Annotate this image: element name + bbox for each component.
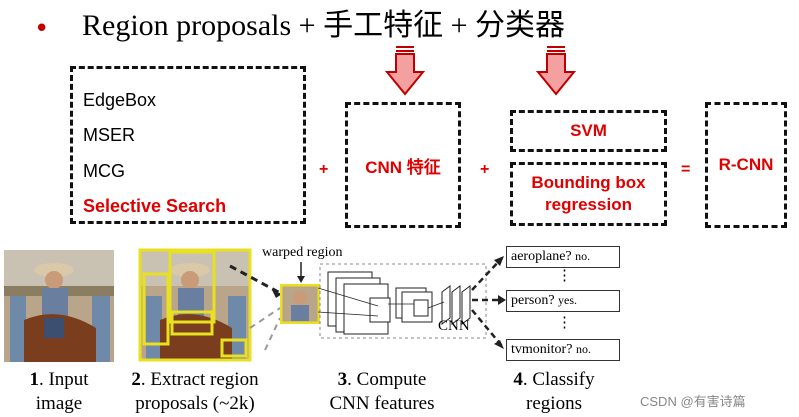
proposal-item-mcg: MCG [83,161,125,181]
warped-region-image [280,284,320,324]
class-output-aeroplane: aeroplane? no. [506,246,620,268]
step-caption-1: 1. Input image [4,368,114,416]
cnn-label: CNN [438,318,470,334]
class-output-tvmonitor: tvmonitor? no. [506,339,620,361]
classifier-arrows [471,256,506,349]
step-caption-4: 4. Classify regions [494,368,614,416]
warped-region-label: warped region [262,245,343,260]
bullet-marker: • [34,14,50,44]
plus-operator: + [319,161,329,178]
step-line1: . Classify [522,369,595,390]
svm-box: SVM [510,110,667,152]
page-title: Region proposals + 手工特征 + 分类器 [82,9,565,42]
proposal-item-edgebox: EdgeBox [83,90,157,110]
class-output-label: tvmonitor? [511,342,573,357]
step-number: 1 [29,369,39,390]
down-arrow-icon [536,46,576,96]
warped-label-pointer [297,262,305,283]
step-line2: CNN features [329,393,435,414]
step-line1: . Input [38,369,89,390]
step-line2: regions [526,393,582,414]
equals-operator: = [681,161,691,178]
cnn-network-diagram [318,263,487,339]
proposal-methods-box: EdgeBox MSER MCG Selective Search [70,66,306,224]
down-arrow-icon [385,46,425,96]
class-output-person: person? yes. [506,290,620,312]
cnn-feature-box: CNN 特征 [345,102,461,228]
class-output-label: person? [511,293,555,308]
rcnn-result-box: R-CNN [705,102,787,228]
class-output-answer: no. [575,342,591,356]
step-line1: . Compute [347,369,427,390]
bbox-regression-box: Bounding box regression [510,162,667,226]
step-line2: proposals (~2k) [135,393,255,414]
ellipsis: ⋮ [557,268,572,284]
proposal-item-selective-search: Selective Search [83,196,227,216]
class-output-answer: yes. [558,293,578,307]
step-caption-3: 3. Compute CNN features [310,368,454,416]
class-output-answer: no. [575,249,591,263]
step-line1: . Extract region [140,369,259,390]
step-caption-2: 2. Extract region proposals (~2k) [112,368,278,416]
proposal-arrows [229,264,283,351]
cnn-feature-label: CNN 特征 [365,157,441,177]
region-proposals-image [138,248,252,362]
step-line2: image [35,393,83,414]
step-number: 4 [513,369,523,390]
class-output-label: aeroplane? [511,249,572,264]
step-number: 2 [131,369,141,390]
watermark: CSDN @有害诗篇 [640,394,746,409]
input-image [4,250,114,362]
rcnn-label: R-CNN [718,155,774,174]
step-number: 3 [337,369,348,390]
svm-label: SVM [570,121,607,140]
plus-operator: + [480,161,490,178]
bbox-regression-label: Bounding box regression [531,173,646,214]
ellipsis: ⋮ [557,315,572,331]
proposal-item-mser: MSER [83,125,136,145]
